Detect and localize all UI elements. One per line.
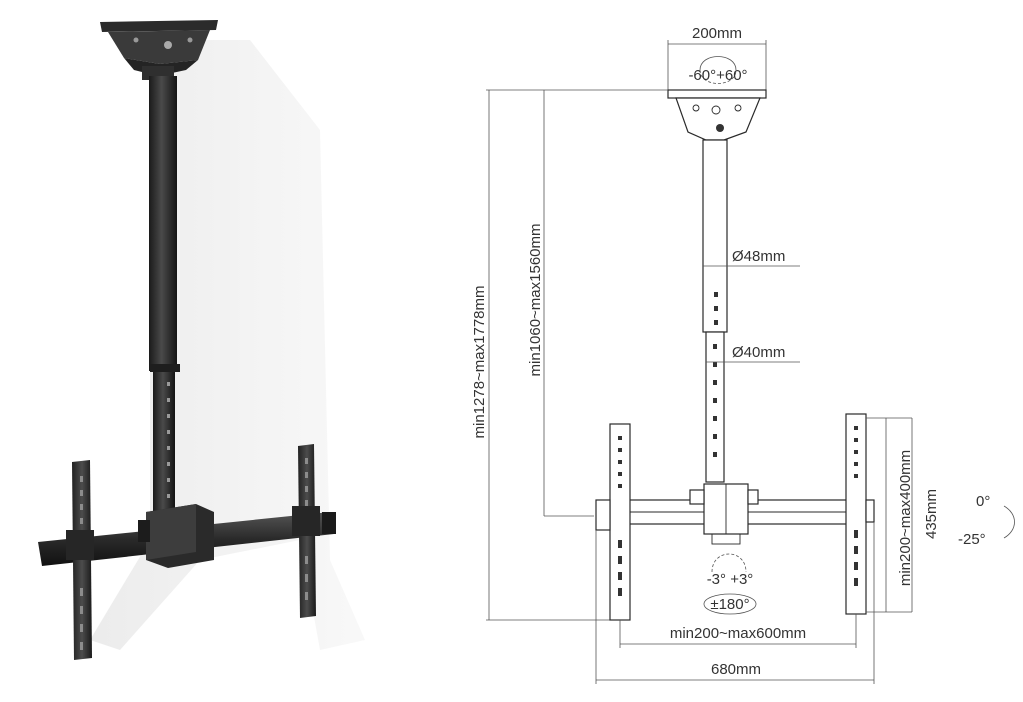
swivel-indicator: -3° +3° ±180° <box>703 553 757 615</box>
drawing-center-clamp <box>689 483 759 545</box>
horizontal-pitch-label: min200~max600mm <box>670 625 806 642</box>
pole-height-dimension: min1060~max1560mm <box>527 90 594 517</box>
mount-shadow <box>90 40 365 650</box>
pole-lower-diameter-label: Ø40mm <box>732 344 785 361</box>
top-width-label: 200mm <box>692 25 742 42</box>
rotation-full-label: ±180° <box>710 596 749 613</box>
drawing-ceiling-plate <box>667 89 767 141</box>
lower-pole-holes <box>167 382 170 498</box>
overall-width-label: 680mm <box>711 661 761 678</box>
mount-photo <box>38 20 365 660</box>
upper-pole <box>149 76 177 371</box>
vertical-pitch-dimension: min200~max400mm <box>866 417 914 613</box>
pole-upper-diameter-label: Ø48mm <box>732 248 785 265</box>
drawing-right-arm <box>845 413 875 615</box>
horizontal-pitch-dimension: min200~max600mm <box>619 614 857 648</box>
technical-drawing: 200mm -60°+60° <box>471 25 1015 684</box>
drawing-left-arm <box>595 423 631 621</box>
pole-lower-diameter: Ø40mm <box>706 344 800 363</box>
top-rotation-indicator: -60°+60° <box>688 56 748 84</box>
arm-height-dimension: 435mm <box>911 418 940 612</box>
pole-height-label: min1060~max1560mm <box>527 224 544 377</box>
left-arm <box>66 460 94 660</box>
overall-height-label: min1278~max1778mm <box>471 286 488 439</box>
vertical-pitch-label: min200~max400mm <box>897 450 914 586</box>
swivel-small-label: -3° +3° <box>707 571 754 588</box>
arm-height-label: 435mm <box>923 489 940 539</box>
lower-pole-holes-drawing <box>713 344 717 457</box>
lower-pole <box>153 368 175 518</box>
drawing-upper-pole <box>702 139 728 333</box>
center-clamp <box>138 504 214 568</box>
drawing-lower-pole <box>705 331 725 483</box>
overall-width-dimension: 680mm <box>595 522 875 684</box>
overall-height-dimension: min1278~max1778mm <box>471 89 668 621</box>
tilt-zero-label: 0° <box>976 493 990 510</box>
top-rotation-label: -60°+60° <box>688 67 747 84</box>
right-arm <box>292 444 336 618</box>
tilt-indicator: 0° -25° <box>958 493 1015 548</box>
upper-pole-holes <box>714 292 718 325</box>
top-width-dimension: 200mm <box>667 25 767 90</box>
pole-upper-diameter: Ø48mm <box>703 248 800 267</box>
tilt-neg-label: -25° <box>958 531 986 548</box>
